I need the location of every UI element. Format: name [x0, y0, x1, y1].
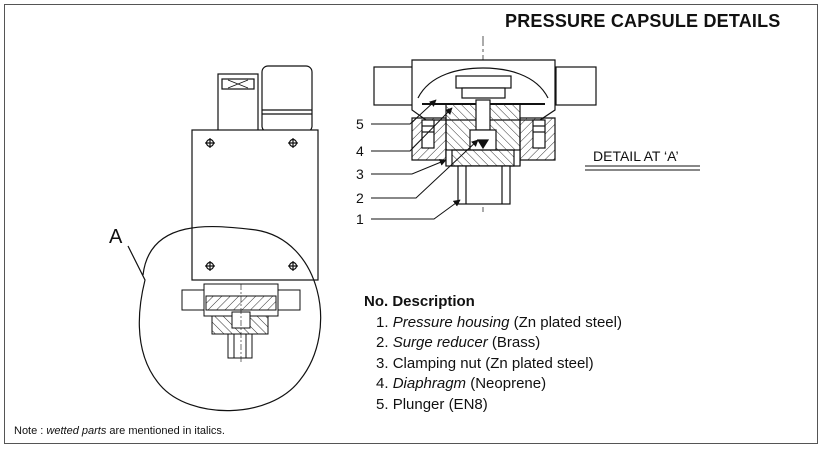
description-item: 1. Pressure housing (Zn plated steel) [364, 313, 622, 334]
item-number: 4. [376, 375, 389, 392]
leader-lines [371, 99, 479, 220]
item-number: 2. [376, 334, 389, 351]
item-material: (EN8) [448, 395, 488, 413]
callout-label: 1 [356, 211, 364, 227]
description-item: 5. Plunger (EN8) [364, 395, 622, 416]
description-item: 4. Diaphragm (Neoprene) [364, 374, 622, 395]
item-material: (Zn plated steel) [513, 313, 622, 331]
item-number: 1. [376, 313, 389, 331]
detail-marker: A [109, 226, 123, 248]
footnote: Note : wetted parts are mentioned in ita… [14, 425, 225, 437]
capsule-small [181, 283, 301, 362]
detail-label-underline [585, 165, 700, 171]
callout-label: 2 [356, 190, 364, 206]
callout-label: 5 [356, 116, 364, 132]
callout-label: 4 [356, 143, 364, 159]
note-prefix: Note : [14, 425, 47, 437]
capsule-section [373, 36, 597, 212]
description-header: No. Description [364, 293, 475, 310]
description-item: 2. Surge reducer (Brass) [364, 333, 622, 354]
page-title: PRESSURE CAPSULE DETAILS [505, 11, 781, 31]
item-name: Clamping nut [392, 354, 482, 372]
note-italic: wetted parts [46, 425, 107, 437]
item-name: Surge reducer [392, 334, 488, 351]
switch-body [191, 65, 319, 281]
item-name: Plunger [392, 395, 445, 413]
item-material: (Neoprene) [470, 375, 547, 392]
item-number: 3. [376, 354, 389, 372]
item-name: Diaphragm [392, 375, 467, 392]
callout-label: 3 [356, 166, 364, 182]
item-name: Pressure housing [392, 313, 510, 331]
note-suffix: are mentioned in italics. [106, 425, 225, 437]
drawing-frame [4, 4, 818, 444]
item-number: 5. [376, 395, 389, 413]
detail-label: DETAIL AT ‘A’ [593, 148, 679, 164]
screw-icon [205, 138, 298, 271]
item-material: (Brass) [491, 334, 541, 351]
detail-circle [127, 225, 322, 412]
description-item: 3. Clamping nut (Zn plated steel) [364, 354, 622, 375]
item-material: (Zn plated steel) [485, 354, 594, 372]
description-list: No. Description 1. Pressure housing (Zn … [364, 292, 622, 415]
